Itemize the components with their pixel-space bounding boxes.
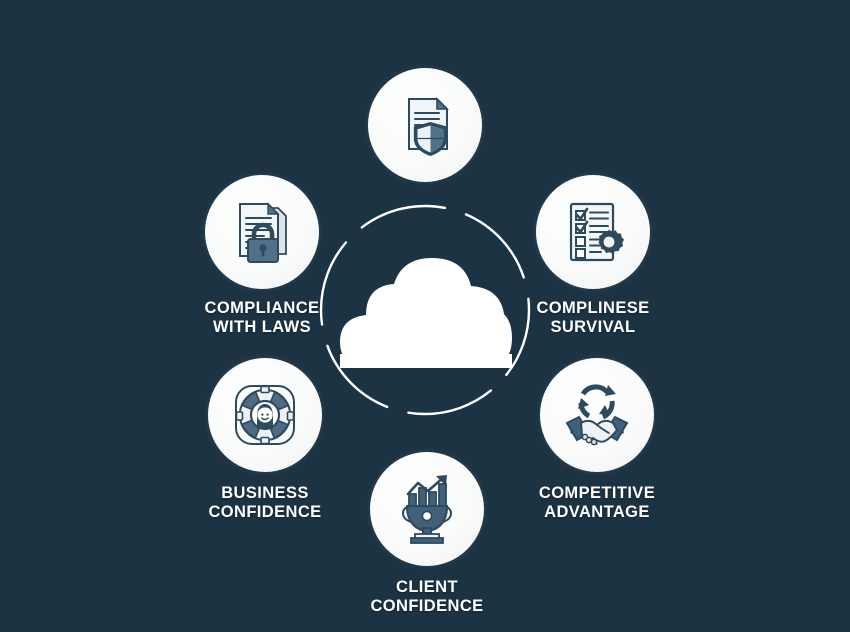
trophy-chart-icon bbox=[402, 475, 452, 544]
document-shield-icon bbox=[408, 97, 449, 156]
handshake-cycle-icon bbox=[565, 384, 629, 446]
node-competitive-advantage[interactable]: COMPETITIVE ADVANTAGE bbox=[482, 358, 712, 523]
checklist-gear-icon bbox=[569, 202, 624, 262]
node-label: CLIENT CONFIDENCE bbox=[370, 578, 484, 616]
node-label: BUSINESS CONFIDENCE bbox=[208, 484, 322, 522]
lifebuoy-person-disc[interactable] bbox=[208, 358, 322, 472]
checklist-gear-disc[interactable] bbox=[536, 175, 650, 289]
documents-lock-disc[interactable] bbox=[205, 175, 319, 289]
node-label: COMPLIANCE WITH LAWS bbox=[204, 299, 320, 337]
node-business-confidence[interactable]: BUSINESS CONFIDENCE bbox=[150, 358, 380, 523]
node-compliance-survival[interactable]: COMPLINESE SURVIVAL bbox=[478, 175, 708, 338]
node-compliance-with-laws[interactable]: COMPLIANCE WITH LAWS bbox=[147, 175, 377, 338]
center-dashed-ring bbox=[318, 203, 532, 417]
cloud-icon bbox=[332, 250, 518, 370]
handshake-cycle-disc[interactable] bbox=[540, 358, 654, 472]
node-label: COMPLINESE SURVIVAL bbox=[536, 299, 650, 337]
node-label: COMPETITIVE ADVANTAGE bbox=[538, 484, 656, 522]
node-document-security[interactable] bbox=[310, 68, 540, 194]
trophy-chart-disc[interactable] bbox=[370, 452, 484, 566]
node-client-confidence[interactable]: CLIENT CONFIDENCE bbox=[312, 452, 542, 617]
documents-lock-icon bbox=[239, 202, 287, 263]
document-shield-disc[interactable] bbox=[368, 68, 482, 182]
lifebuoy-person-icon bbox=[235, 385, 295, 445]
